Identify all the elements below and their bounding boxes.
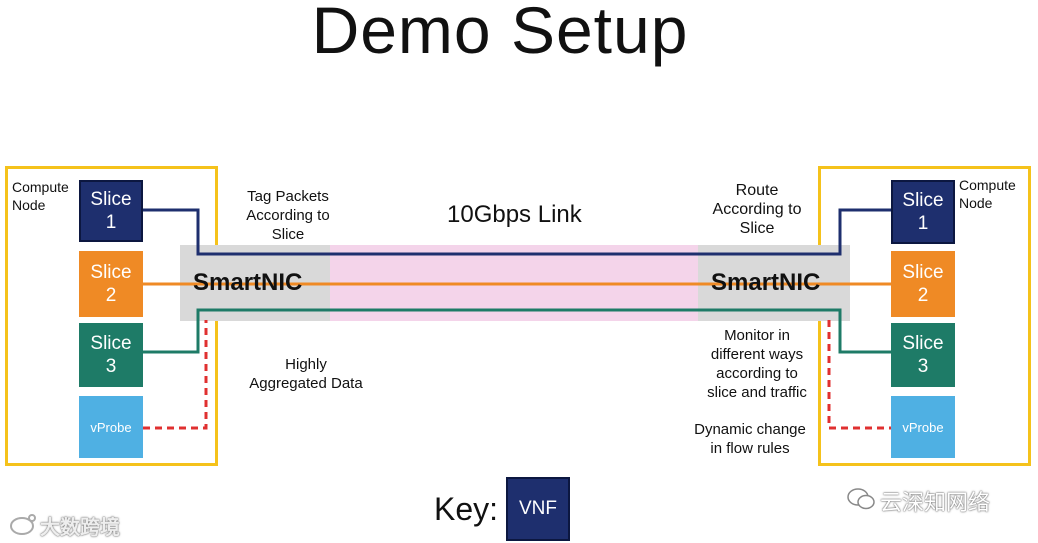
left-node-label-line1: Compute (12, 179, 69, 195)
wechat-logo-icon (846, 486, 876, 512)
left-vprobe: vProbe (79, 396, 143, 458)
left-slice-1-number: 1 (105, 212, 117, 233)
left-slice-3-number: 3 (105, 356, 117, 377)
page-title: Demo Setup (311, 0, 689, 67)
right-slice-1-label: Slice (902, 190, 944, 211)
right-slice-3: Slice 3 (891, 323, 955, 387)
note-route-line3: Slice (739, 220, 775, 237)
watermark-left: 大数跨境 (40, 517, 120, 539)
left-slice-3: Slice 3 (79, 323, 143, 387)
probe-line-right (827, 320, 892, 430)
right-slice-3-label: Slice (902, 333, 944, 354)
note-monitor-line2: different ways (710, 346, 804, 363)
weibo-logo-icon (8, 512, 40, 536)
left-vprobe-label: vProbe (90, 419, 132, 435)
note-aggregated-line2: Aggregated Data (249, 375, 363, 392)
probe-line-left (143, 320, 208, 430)
note-route: Route According to Slice (697, 181, 817, 238)
note-dynamic-line2: in flow rules (710, 440, 790, 457)
note-route-line2: According to (712, 201, 802, 218)
right-vprobe-label: vProbe (902, 419, 944, 435)
slice1-path (143, 208, 892, 256)
note-monitor: Monitor in different ways according to s… (692, 326, 822, 402)
smartnic-right-label: SmartNIC (711, 269, 821, 296)
right-slice-2-number: 2 (917, 285, 929, 306)
left-slice-3-label: Slice (90, 333, 132, 354)
link-label: 10Gbps Link (447, 201, 582, 228)
right-node-label-line1: Compute (959, 177, 1016, 193)
watermark-right: 云深知网络 (880, 490, 991, 515)
note-monitor-line1: Monitor in (724, 327, 790, 344)
note-tag-line2: According to (246, 207, 330, 224)
right-vprobe: vProbe (891, 396, 955, 458)
left-node-label: Compute Node (12, 178, 69, 214)
note-tag-packets: Tag Packets According to Slice (228, 187, 348, 244)
right-slice-2-label: Slice (902, 262, 944, 283)
right-slice-1-number: 1 (917, 213, 929, 234)
right-node-label-line2: Node (959, 195, 993, 211)
note-aggregated: Highly Aggregated Data (236, 355, 376, 393)
note-route-line1: Route (735, 182, 779, 199)
note-dynamic: Dynamic change in flow rules (682, 420, 818, 458)
note-dynamic-line1: Dynamic change (694, 421, 806, 438)
note-tag-line1: Tag Packets (247, 188, 329, 205)
slice3-path (143, 308, 892, 354)
right-slice-3-number: 3 (917, 356, 929, 377)
left-slice-2-label: Slice (90, 262, 132, 283)
right-slice-2: Slice 2 (891, 251, 955, 317)
right-node-label: Compute Node (959, 176, 1016, 212)
left-slice-2-number: 2 (105, 285, 117, 306)
note-tag-line3: Slice (271, 226, 305, 243)
note-monitor-line4: slice and traffic (707, 384, 807, 401)
left-node-label-line2: Node (12, 197, 46, 213)
smartnic-left-label: SmartNIC (193, 269, 303, 296)
note-aggregated-line1: Highly (285, 356, 327, 373)
left-slice-2: Slice 2 (79, 251, 143, 317)
key-label: Key: (434, 491, 499, 527)
left-slice-1-label: Slice (90, 189, 132, 210)
key-vnf-label: VNF (519, 498, 557, 519)
right-slice-1: Slice 1 (891, 180, 955, 244)
note-monitor-line3: according to (716, 365, 798, 382)
key-vnf-box: VNF (506, 477, 570, 541)
left-slice-1: Slice 1 (79, 180, 143, 242)
